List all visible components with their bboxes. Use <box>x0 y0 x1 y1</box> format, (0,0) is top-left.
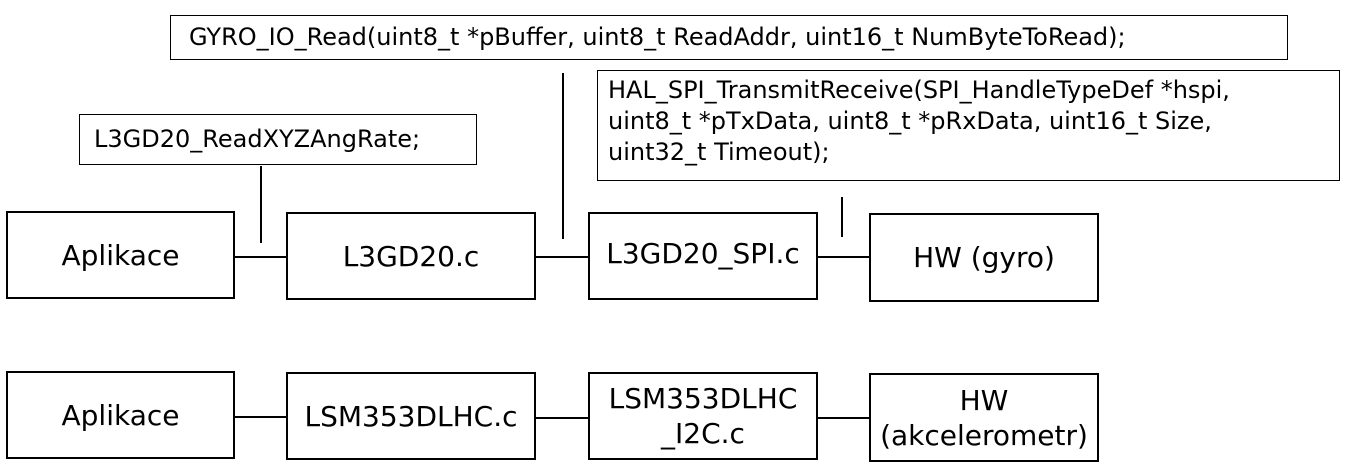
connector-l3gd20-to-spi <box>535 256 590 258</box>
hw-accel-label-2: (akcelerometr) <box>880 418 1088 452</box>
gyro-io-read-text: GYRO_IO_Read(uint8_t *pBuffer, uint8_t R… <box>189 23 1126 51</box>
lsm353dlhc-driver-box: LSM353DLHC.c <box>286 372 536 460</box>
l3gd20-spi-box: L3GD20_SPI.c <box>588 212 818 300</box>
lsm353dlhc-i2c-label-1: LSM353DLHC <box>608 382 798 415</box>
connector-i2c-to-hw-accel <box>816 417 871 419</box>
connector-spi-to-hw-gyro <box>817 256 871 258</box>
hw-gyro-label: HW (gyro) <box>913 241 1055 274</box>
hal-spi-line-3: uint32_t Timeout); <box>608 138 830 167</box>
gyro-io-read-note: GYRO_IO_Read(uint8_t *pBuffer, uint8_t R… <box>170 15 1288 60</box>
lsm353dlhc-driver-label: LSM353DLHC.c <box>304 399 518 433</box>
hal-spi-note: HAL_SPI_TransmitReceive(SPI_HandleTypeDe… <box>597 70 1340 181</box>
app-label: Aplikace <box>61 238 180 272</box>
app-box-gyro: Aplikace <box>6 211 235 299</box>
l3gd20-driver-label: L3GD20.c <box>342 239 480 273</box>
l3gd20-driver-box: L3GD20.c <box>286 212 536 300</box>
app-box-accel: Aplikace <box>6 371 235 459</box>
app-label-accel: Aplikace <box>61 398 180 432</box>
hw-accel-box: HW (akcelerometr) <box>869 373 1099 462</box>
lsm353dlhc-i2c-label-2: _I2C.c <box>661 417 745 450</box>
l3gd20-spi-label: L3GD20_SPI.c <box>606 237 800 270</box>
lsm353dlhc-i2c-box: LSM353DLHC _I2C.c <box>588 372 818 460</box>
read-xyz-text: L3GD20_ReadXYZAngRate; <box>94 125 421 153</box>
read-xyz-note: L3GD20_ReadXYZAngRate; <box>79 114 477 165</box>
hal-spi-leader <box>841 197 843 237</box>
hal-spi-line-2: uint8_t *pTxData, uint8_t *pRxData, uint… <box>608 107 1212 136</box>
connector-app-to-l3gd20 <box>234 256 288 258</box>
gyro-io-read-leader <box>562 73 564 239</box>
connector-lsm-to-i2c <box>535 417 590 419</box>
hw-gyro-box: HW (gyro) <box>869 213 1099 302</box>
connector-app-to-lsm <box>234 416 288 418</box>
hw-accel-label-1: HW <box>959 383 1009 417</box>
hal-spi-line-1: HAL_SPI_TransmitReceive(SPI_HandleTypeDe… <box>608 76 1230 104</box>
read-xyz-leader <box>260 166 262 243</box>
